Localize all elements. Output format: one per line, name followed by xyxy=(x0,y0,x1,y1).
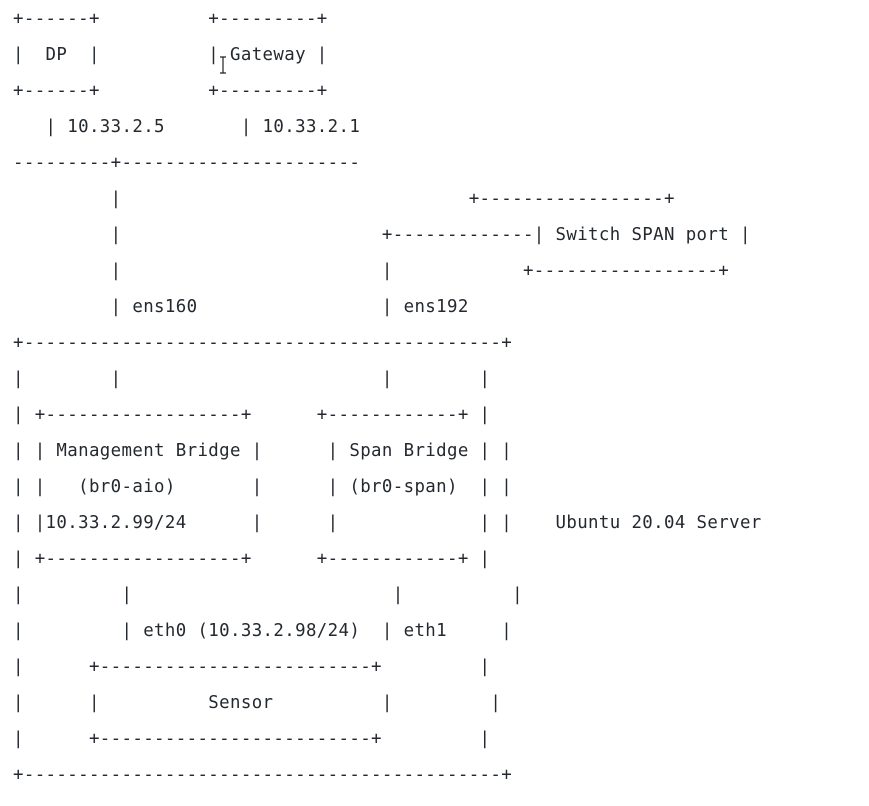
switch-span-box-top: | +-----------------+ xyxy=(13,189,675,209)
bridge-boxes-bottom: | +------------------+ +------------+ | xyxy=(13,549,491,569)
switch-span-port-label: | +-------------| Switch SPAN port | xyxy=(13,225,751,245)
sensor-box-bottom: | +-------------------------+ | xyxy=(13,729,491,749)
text-cursor-icon xyxy=(220,56,226,74)
server-box-row: | | | | xyxy=(13,369,491,389)
dp-gateway-box-top: +------+ +---------+ xyxy=(13,9,328,29)
bridge-names: | | Management Bridge | | Span Bridge | … xyxy=(13,441,513,461)
interface-labels: | ens160 | ens192 xyxy=(13,297,469,317)
sensor-interface-labels: | | eth0 (10.33.2.98/24) | eth1 | xyxy=(13,621,513,641)
server-box-bottom: +---------------------------------------… xyxy=(13,765,513,785)
dp-gateway-addresses: | 10.33.2.5 | 10.33.2.1 xyxy=(13,117,361,137)
server-box-top: +---------------------------------------… xyxy=(13,333,513,353)
sensor-label: | | Sensor | | xyxy=(13,693,502,713)
bridge-address-and-server-label: | |10.33.2.99/24 | | | | Ubuntu 20.04 Se… xyxy=(13,513,762,533)
network-bus-line: ---------+---------------------- xyxy=(13,153,361,173)
switch-span-box-bottom: | | +-----------------+ xyxy=(13,261,730,281)
dp-gateway-labels: | DP | | Gateway | xyxy=(13,45,328,65)
dp-gateway-box-bottom: +------+ +---------+ xyxy=(13,81,328,101)
bridge-device-names: | | (br0-aio) | | (br0-span) | | xyxy=(13,477,513,497)
bridge-boxes-top: | +------------------+ +------------+ | xyxy=(13,405,491,425)
sensor-box-top: | +-------------------------+ | xyxy=(13,657,491,677)
bridge-links: | | | | xyxy=(13,585,523,605)
